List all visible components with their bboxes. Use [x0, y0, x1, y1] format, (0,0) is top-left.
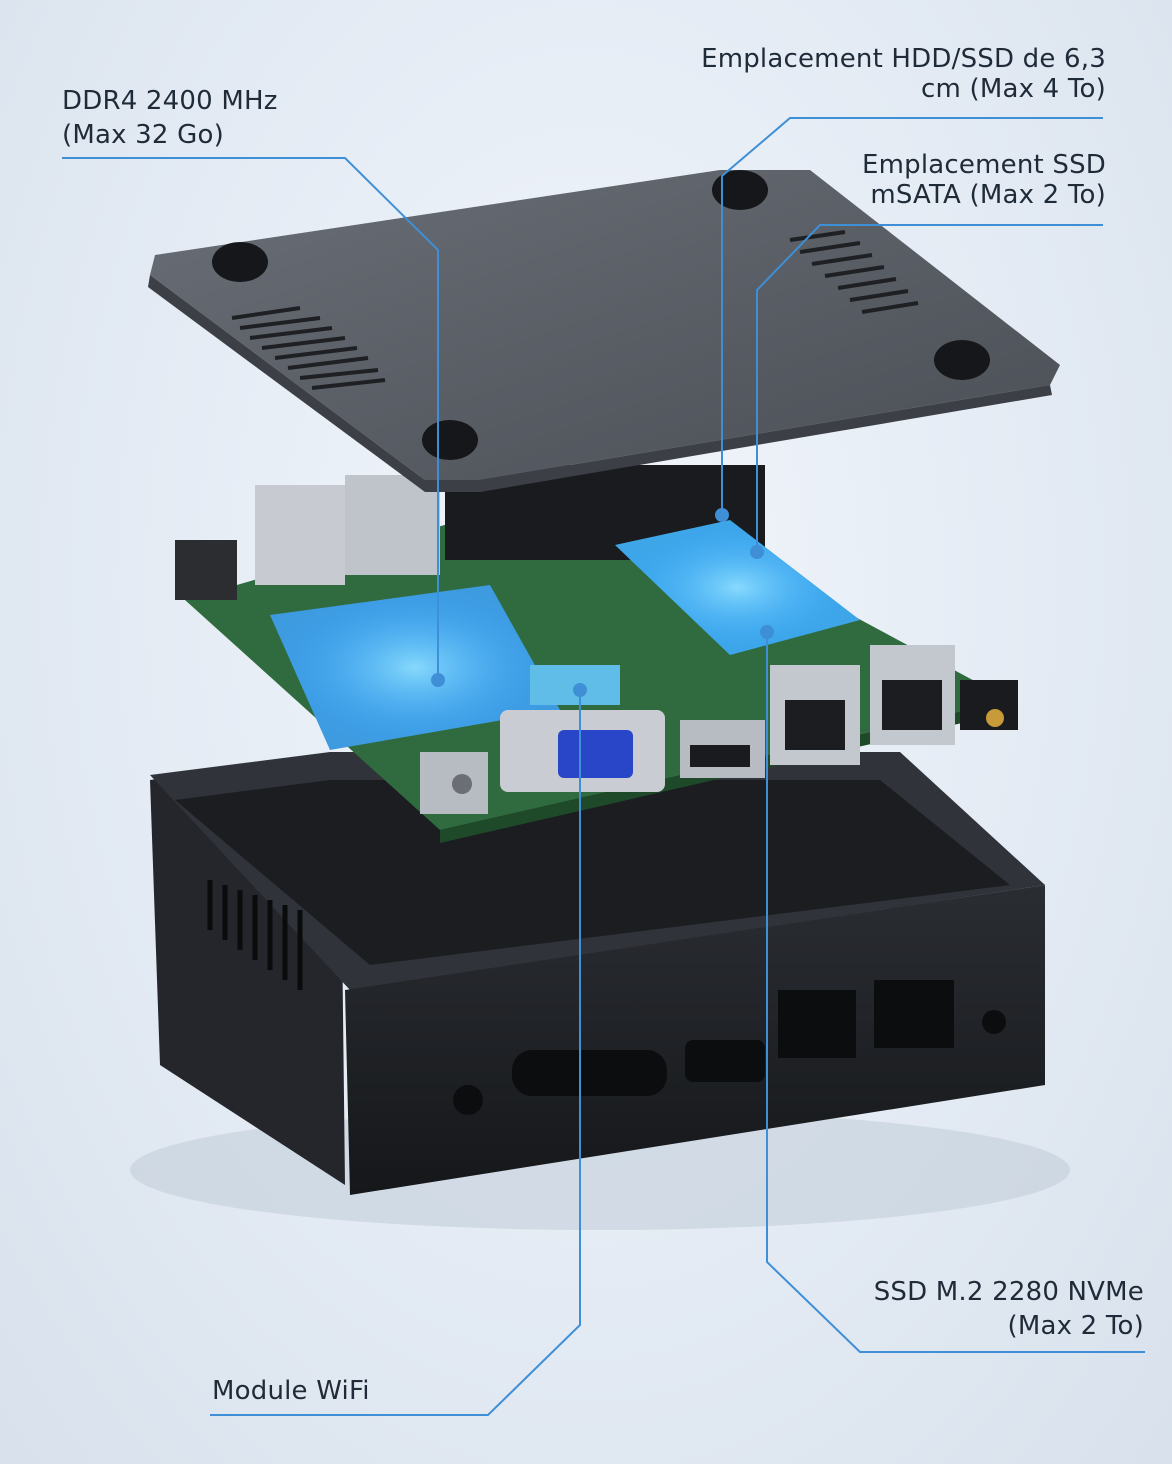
- case-vents: [207, 880, 303, 990]
- leader-line-nvme: [766, 632, 1145, 1353]
- leader-line-ddr4: [62, 157, 439, 680]
- callout-nvme-line2: (Max 2 To): [1007, 1311, 1144, 1341]
- callout-hdd-line1: Emplacement HDD/SSD de 6,3: [701, 44, 1106, 74]
- case-chassis: [150, 752, 1045, 1195]
- callout-msata-line1: Emplacement SSD: [862, 150, 1106, 180]
- wifi-module: [530, 665, 620, 705]
- leader-line-wifi: [210, 690, 581, 1416]
- callout-msata: Emplacement SSD mSATA (Max 2 To): [862, 150, 1106, 210]
- leader-lines: [62, 117, 1145, 1416]
- callout-nvme-line1: SSD M.2 2280 NVMe: [873, 1277, 1144, 1307]
- leader-line-hdd: [721, 117, 1103, 515]
- lid-vents: [231, 230, 919, 390]
- callout-wifi: Module WiFi: [212, 1376, 370, 1406]
- bottom-lid: [148, 170, 1060, 492]
- callout-nvme: SSD M.2 2280 NVMe (Max 2 To): [874, 1277, 1144, 1341]
- front-io-cutouts: [453, 980, 1006, 1115]
- leader-line-msata: [756, 224, 1103, 552]
- callout-ddr4-line2: (Max 32 Go): [62, 120, 224, 150]
- rubber-feet: [212, 170, 990, 460]
- callout-hdd-line2: cm (Max 4 To): [921, 74, 1106, 104]
- motherboard: [175, 465, 1018, 843]
- callout-wifi-line1: Module WiFi: [212, 1376, 370, 1406]
- callout-msata-line2: mSATA (Max 2 To): [870, 180, 1106, 210]
- callout-ddr4: DDR4 2400 MHz (Max 32 Go): [62, 86, 278, 150]
- callout-hdd: Emplacement HDD/SSD de 6,3 cm (Max 4 To): [701, 44, 1106, 104]
- callout-ddr4-line1: DDR4 2400 MHz: [62, 86, 278, 116]
